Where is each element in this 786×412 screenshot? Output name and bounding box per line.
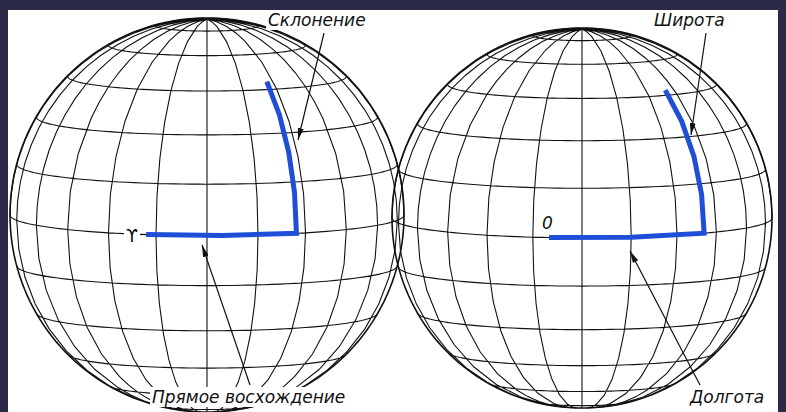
declination-label: Склонение xyxy=(266,10,368,30)
latitude-label: Широта xyxy=(652,10,727,30)
globe-outline xyxy=(10,18,404,412)
equinox-symbol: ϒ xyxy=(124,226,140,246)
globe xyxy=(10,18,404,412)
leader-line xyxy=(298,33,324,140)
coordinate-arc xyxy=(146,82,296,236)
longitude-label: Долгота xyxy=(688,387,766,407)
zero-label: 0 xyxy=(540,213,555,233)
white-panel xyxy=(8,10,778,412)
right-ascension-label: Прямое восхождение xyxy=(150,387,347,407)
graticule xyxy=(392,28,772,408)
graticule xyxy=(10,18,404,412)
globes xyxy=(10,18,772,412)
leader-line xyxy=(630,251,700,385)
globe-outline xyxy=(392,28,772,408)
leader-line xyxy=(691,33,706,135)
leader-line xyxy=(202,245,250,385)
coordinate-arc xyxy=(549,90,704,237)
globe xyxy=(392,28,772,408)
leader-lines xyxy=(202,33,706,385)
